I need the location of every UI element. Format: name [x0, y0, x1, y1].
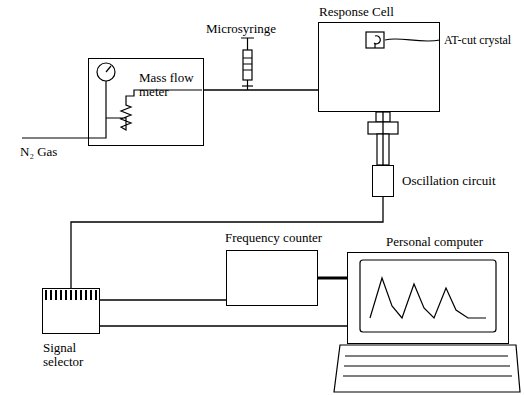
syringe-barrel: [243, 50, 252, 80]
syringe-label: Microsyringe: [206, 22, 276, 36]
syringe-plunger: [241, 38, 254, 90]
connector-line: [318, 278, 347, 279]
signal-selector: Signal selector: [42, 288, 100, 334]
pressure-gauge: [97, 63, 115, 81]
node-label: Frequency counter: [225, 231, 322, 245]
personal-computer: Personal computer: [347, 252, 509, 344]
connector-line: [383, 112, 384, 165]
leader-line: [385, 39, 440, 41]
response-trace: [370, 278, 486, 318]
tee-junction: [242, 85, 253, 86]
crystal-holder: [366, 32, 384, 48]
gas-label: N₂ Gas: [20, 145, 57, 159]
crystal-disc: [374, 36, 380, 48]
keyboard-keys: [343, 356, 512, 376]
gauge-needle: [106, 66, 111, 72]
flow-meter-box: Mass flow meter: [88, 58, 204, 146]
response-cell: Response Cell: [318, 22, 440, 112]
connector-line: [71, 197, 383, 288]
node-label: Response Cell: [319, 5, 394, 19]
gas-inlet-line: [22, 81, 106, 138]
node-label: Personal computer: [386, 235, 483, 249]
node-label: Oscillation circuit: [402, 174, 496, 188]
monitor-screen: [360, 260, 496, 332]
callout-label: AT-cut crystal: [444, 34, 511, 47]
connector-line: [100, 326, 347, 327]
node-label: Mass flow meter: [139, 71, 199, 100]
connector-line: [204, 90, 318, 91]
computer-base: [334, 345, 520, 392]
node-label: Signal selector: [43, 341, 103, 370]
connector-line: [100, 300, 226, 301]
frequency-counter: Frequency counter: [226, 250, 318, 306]
selector-knobs: [46, 290, 96, 300]
oscillation-circuit: Oscillation circuit: [372, 165, 394, 197]
